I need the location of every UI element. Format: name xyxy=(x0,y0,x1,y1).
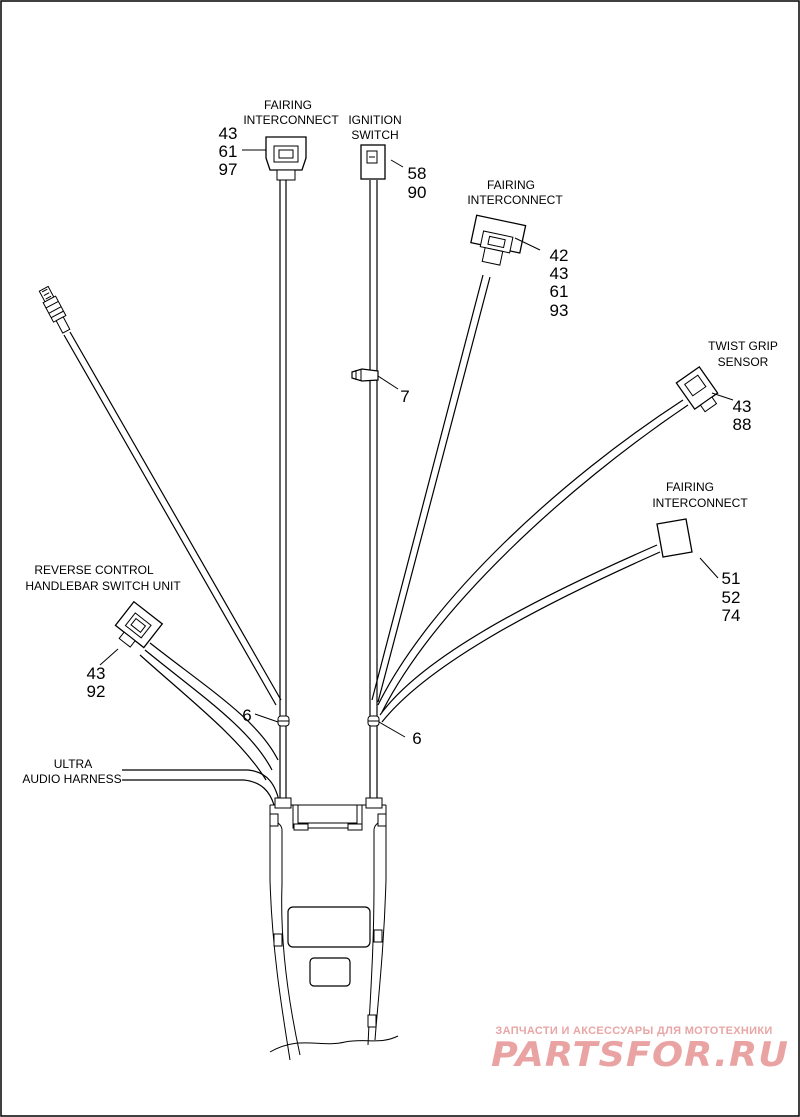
callout-fairing-interconnect-3: 51 52 74 xyxy=(722,569,741,625)
label-line-2: HANDLEBAR SWITCH UNIT xyxy=(25,579,181,593)
antenna-plug xyxy=(38,285,71,334)
fairing-interconnect-1-label: FAIRING INTERCONNECT xyxy=(243,98,339,127)
part-number: 90 xyxy=(408,183,427,202)
part-number: 51 xyxy=(722,569,741,588)
part-number: 74 xyxy=(722,606,741,625)
part-number: 43 xyxy=(219,124,238,143)
twist-grip-sensor-label: TWIST GRIP SENSOR xyxy=(708,339,778,369)
callout-fairing-interconnect-1: 43 61 97 xyxy=(219,124,238,179)
wire-reverse-c xyxy=(139,654,267,781)
wires xyxy=(63,180,689,806)
twist-grip-sensor-connector xyxy=(675,365,719,413)
callout-reverse-control: 43 92 xyxy=(87,664,106,701)
wire-audio-b xyxy=(122,779,275,806)
fairing-interconnect-1-connector xyxy=(265,136,307,181)
label-line-1: REVERSE CONTROL xyxy=(34,563,154,577)
label-line-1: FAIRING xyxy=(264,98,312,112)
part-number: 88 xyxy=(733,415,752,434)
label-line-1: FAIRING xyxy=(666,480,714,494)
part-number: 58 xyxy=(408,164,427,183)
fairing-interconnect-2-label: FAIRING INTERCONNECT xyxy=(467,178,563,207)
label-line-2: INTERCONNECT xyxy=(652,496,748,510)
watermark-brand: PARTSFOR.RU xyxy=(491,1035,789,1075)
wire-tgs-a xyxy=(377,399,684,706)
part-number: 93 xyxy=(550,301,569,320)
label-line-1: ULTRA xyxy=(54,757,92,771)
wire-antenna-a xyxy=(63,334,277,706)
wire-fi2-a xyxy=(371,274,484,701)
clip-left xyxy=(277,715,290,727)
cable-strap xyxy=(351,368,379,382)
reverse-control-connector xyxy=(114,600,164,649)
part-number: 42 xyxy=(550,246,569,265)
ignition-switch-label: IGNITION SWITCH xyxy=(348,113,401,142)
fairing-interconnect-3-label: FAIRING INTERCONNECT xyxy=(652,480,748,510)
label-line-1: IGNITION xyxy=(348,113,401,127)
watermark-tagline: ЗАПЧАСТИ И АКСЕССУАРЫ ДЛЯ МОТОТЕХНИКИ xyxy=(495,1025,772,1037)
wire-reverse-a xyxy=(149,642,279,761)
handlebar-housing xyxy=(269,797,399,1061)
callout-ignition-switch: 58 90 xyxy=(408,164,427,202)
label-line-2: INTERCONNECT xyxy=(467,193,563,207)
callout-clip-left: 6 xyxy=(242,706,251,725)
part-number: 43 xyxy=(550,264,569,283)
label-line-2: SWITCH xyxy=(351,128,398,142)
label-line-1: FAIRING xyxy=(487,178,535,192)
part-number: 97 xyxy=(219,160,238,179)
watermark: ЗАПЧАСТИ И АКСЕССУАРЫ ДЛЯ МОТОТЕХНИКИ PA… xyxy=(491,1025,789,1075)
callout-fairing-interconnect-2: 42 43 61 93 xyxy=(550,246,569,320)
wire-fi2-b xyxy=(377,276,491,703)
callout-clip-right: 6 xyxy=(412,729,421,748)
ultra-audio-harness-label: ULTRA AUDIO HARNESS xyxy=(22,757,121,786)
part-number: 43 xyxy=(87,664,106,683)
label-line-2: SENSOR xyxy=(718,355,769,369)
part-number: 52 xyxy=(722,588,741,607)
wire-antenna-b xyxy=(69,331,282,701)
label-line-2: INTERCONNECT xyxy=(243,113,339,127)
part-number: 61 xyxy=(550,282,569,301)
fairing-interconnect-2-connector xyxy=(470,214,527,266)
leader-lines xyxy=(99,149,734,738)
wire-reverse-b xyxy=(144,649,273,771)
wire-tgs-b xyxy=(381,404,689,713)
ignition-switch-connector xyxy=(360,144,386,180)
callout-cable-strap: 7 xyxy=(400,387,409,406)
part-number: 43 xyxy=(733,397,752,416)
part-number: 92 xyxy=(87,682,106,701)
callout-twist-grip-sensor: 43 88 xyxy=(733,397,752,434)
wire-fi3-b xyxy=(381,551,661,723)
label-line-2: AUDIO HARNESS xyxy=(22,772,121,786)
fairing-interconnect-3-connector xyxy=(656,518,693,558)
clip-right xyxy=(367,715,380,727)
reverse-control-label: REVERSE CONTROL HANDLEBAR SWITCH UNIT xyxy=(25,563,181,593)
part-number: 61 xyxy=(219,142,238,161)
label-line-1: TWIST GRIP xyxy=(708,339,778,353)
wire-fi3-a xyxy=(379,544,658,716)
